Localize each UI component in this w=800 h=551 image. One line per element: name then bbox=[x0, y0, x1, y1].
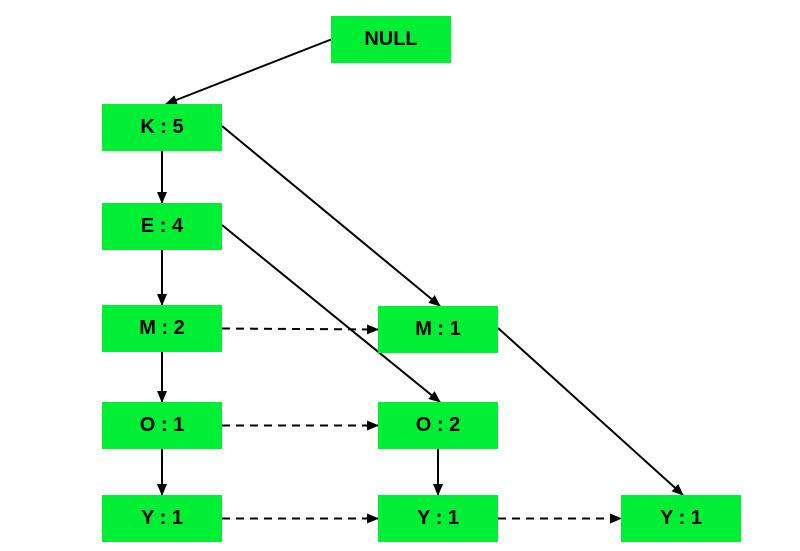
edge-m1-to-y1_col3 bbox=[497, 327, 684, 496]
edge-m2-to-m1 bbox=[221, 324, 379, 335]
edge-e4-to-o2 bbox=[221, 224, 441, 403]
node-k5: K : 5 bbox=[102, 104, 222, 151]
node-y1-col2: Y : 1 bbox=[378, 495, 498, 542]
edge-k5-to-m1 bbox=[221, 125, 441, 307]
node-o1: O : 1 bbox=[102, 402, 222, 449]
node-m2: M : 2 bbox=[102, 305, 222, 352]
node-y1-col1: Y : 1 bbox=[102, 495, 222, 542]
node-o2: O : 2 bbox=[378, 402, 498, 449]
node-null: NULL bbox=[331, 16, 451, 63]
node-e4: E : 4 bbox=[102, 203, 222, 250]
edge-null-to-k5 bbox=[165, 38, 332, 105]
node-m1: M : 1 bbox=[378, 306, 498, 353]
node-y1-col3: Y : 1 bbox=[621, 495, 741, 542]
